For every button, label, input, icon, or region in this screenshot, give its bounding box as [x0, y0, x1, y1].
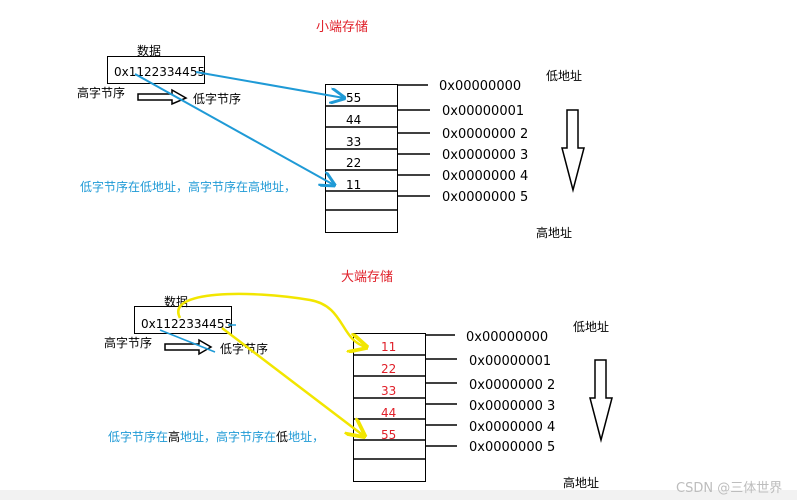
little-addr-4: 0x0000000 4 [442, 169, 529, 184]
big-arrow-high-byte [177, 292, 366, 347]
big-order-arrow-icon [164, 338, 213, 356]
little-arrow-high-byte [134, 73, 334, 185]
little-endian-note: 低字节序在低地址，高字节序在高地址， [80, 180, 297, 194]
little-cell-0: 55 [346, 91, 362, 105]
footer-strip [0, 490, 797, 500]
little-cell-dividers [325, 105, 398, 211]
big-address-ticks [426, 334, 457, 447]
big-note-part-4: 地址， [288, 430, 325, 444]
big-cell-4: 55 [381, 428, 397, 442]
big-note-part-3: 低 [276, 430, 289, 444]
big-note-part-0: 低字节序在 [108, 430, 169, 444]
watermark: CSDN @三体世界 [676, 481, 783, 496]
little-cell-3: 22 [346, 156, 362, 170]
little-addr-0: 0x00000000 [439, 79, 522, 94]
big-cell-1: 22 [381, 362, 397, 376]
big-addr-2: 0x0000000 2 [469, 378, 556, 393]
little-low-order-label: 低字节序 [193, 92, 242, 106]
little-memory-block [325, 84, 398, 233]
big-high-address-label: 高地址 [563, 476, 600, 490]
little-cell-4: 11 [346, 178, 362, 192]
little-cell-2: 33 [346, 135, 362, 149]
big-endian-title: 大端存储 [341, 270, 394, 285]
little-addr-3: 0x0000000 3 [442, 148, 529, 163]
big-addr-3: 0x0000000 3 [469, 399, 556, 414]
big-down-arrow-icon [589, 359, 613, 443]
big-low-address-label: 低地址 [573, 320, 610, 334]
big-arrow-low-byte [221, 327, 364, 436]
little-addr-2: 0x0000000 2 [442, 127, 529, 142]
little-low-address-label: 低地址 [546, 69, 583, 83]
big-value-text: 0x1122334455 [141, 317, 233, 331]
little-arrow-low-byte [195, 71, 344, 98]
little-high-address-label: 高地址 [536, 226, 573, 240]
little-value-box [107, 56, 205, 84]
little-cell-1: 44 [346, 113, 362, 127]
little-addr-1: 0x00000001 [442, 104, 525, 119]
big-note-part-2: 地址，高字节序在 [180, 430, 277, 444]
big-memory-block [353, 333, 426, 482]
big-endian-note: 低字节序在高地址，高字节序在低地址， [108, 428, 324, 445]
big-addr-0: 0x00000000 [466, 330, 549, 345]
big-addr-5: 0x0000000 5 [469, 440, 556, 455]
big-high-order-label: 高字节序 [104, 336, 153, 350]
big-cell-dividers [353, 354, 426, 460]
little-endian-title: 小端存储 [316, 20, 369, 35]
little-down-arrow-icon [561, 109, 585, 193]
little-address-ticks [398, 84, 430, 197]
little-addr-5: 0x0000000 5 [442, 190, 529, 205]
big-cell-0: 11 [381, 340, 397, 354]
big-addr-1: 0x00000001 [469, 354, 552, 369]
big-value-box [134, 306, 232, 334]
little-high-order-label: 高字节序 [77, 86, 126, 100]
big-note-part-1: 高 [168, 430, 181, 444]
big-faint-blue-line [159, 329, 216, 353]
little-order-arrow-icon [137, 88, 188, 106]
big-cell-2: 33 [381, 384, 397, 398]
big-cell-3: 44 [381, 406, 397, 420]
big-addr-4: 0x0000000 4 [469, 420, 556, 435]
little-data-label: 数据 [137, 44, 162, 58]
